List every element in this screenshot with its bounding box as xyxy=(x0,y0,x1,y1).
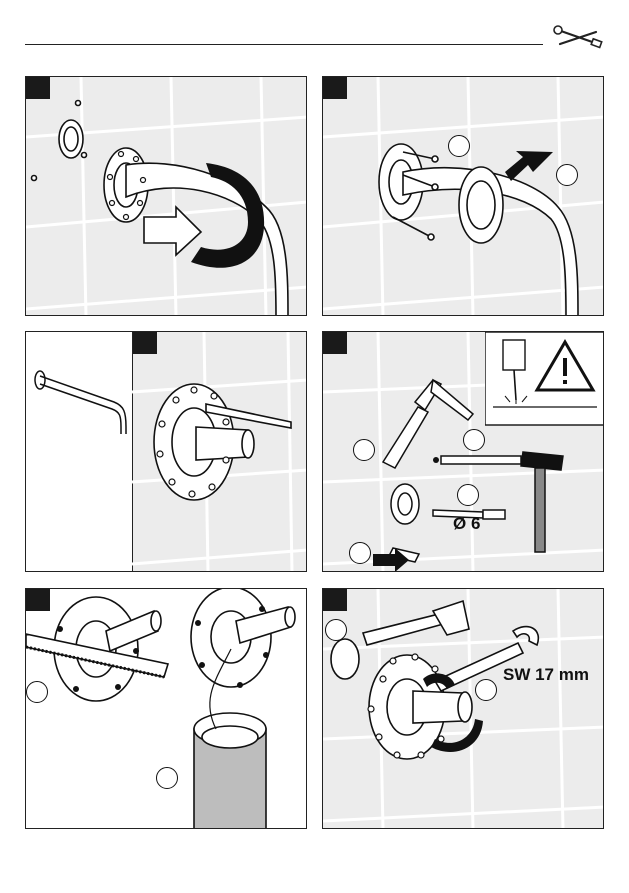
flange-wrench-illustration xyxy=(26,332,307,572)
callout-circle xyxy=(26,681,48,703)
cover-rosette-illustration xyxy=(323,77,604,316)
cut-pipe-illustration xyxy=(26,589,307,829)
step-panel-6: SW 17 mm xyxy=(322,588,604,829)
step-panel-2 xyxy=(322,76,604,316)
wrench-size-label: SW 17 mm xyxy=(503,665,589,685)
callout-circle xyxy=(325,619,347,641)
wrench-screwdriver-icon xyxy=(552,24,604,52)
header-rule xyxy=(25,44,543,45)
callout-circle xyxy=(349,542,371,564)
callout-circle xyxy=(156,767,178,789)
callout-circle xyxy=(556,164,578,186)
step-panel-5 xyxy=(25,588,307,829)
callout-circle xyxy=(448,135,470,157)
wrench-tighten-illustration xyxy=(323,589,604,829)
callout-circle xyxy=(463,429,485,451)
callout-circle xyxy=(353,439,375,461)
callout-circle xyxy=(457,484,479,506)
step-panel-4: Ø 6 xyxy=(322,331,604,572)
drill-diameter-label: Ø 6 xyxy=(453,514,480,534)
callout-circle xyxy=(475,679,497,701)
step-panel-3 xyxy=(25,331,307,572)
flange-pipe-illustration xyxy=(26,77,307,316)
step-panel-1 xyxy=(25,76,307,316)
